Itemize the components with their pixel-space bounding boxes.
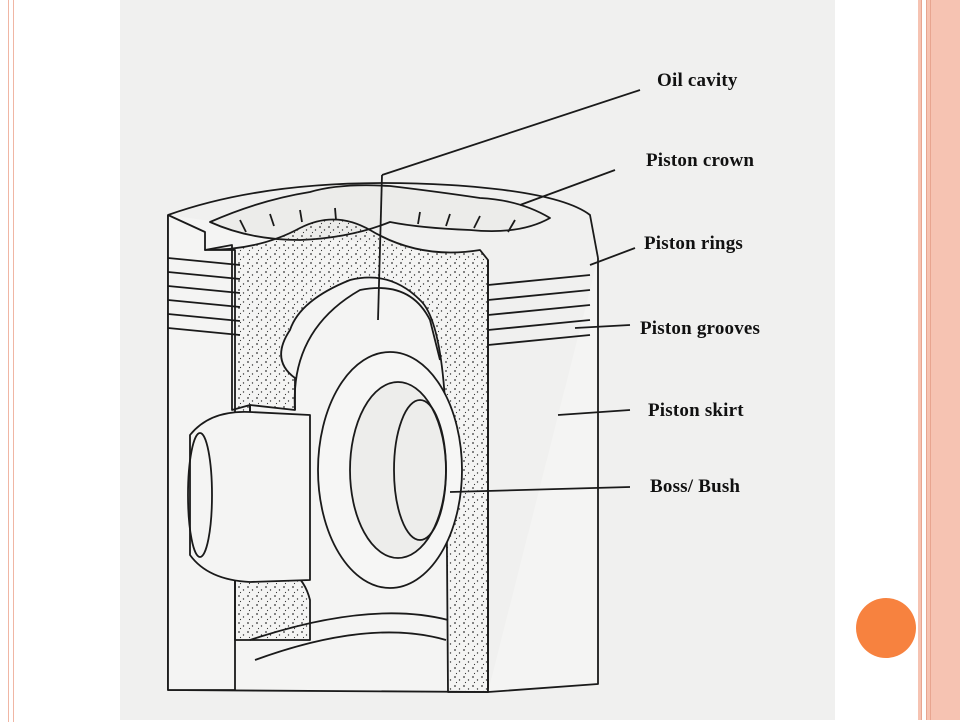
slide-frame-right-line-inner <box>930 0 931 720</box>
label-oil-cavity: Oil cavity <box>657 70 738 91</box>
label-piston-rings: Piston rings <box>644 233 743 254</box>
piston-diagram-scan: Oil cavity Piston crown Piston rings Pis… <box>120 0 835 720</box>
label-piston-crown: Piston crown <box>646 150 755 171</box>
piston-cutaway-drawing <box>167 89 641 693</box>
slide-frame-left-border <box>8 0 14 722</box>
label-piston-skirt: Piston skirt <box>648 400 744 421</box>
label-piston-grooves: Piston grooves <box>640 318 761 339</box>
label-boss-bush: Boss/ Bush <box>650 476 741 497</box>
slide-frame-right-line <box>921 0 927 720</box>
accent-circle <box>856 598 916 658</box>
